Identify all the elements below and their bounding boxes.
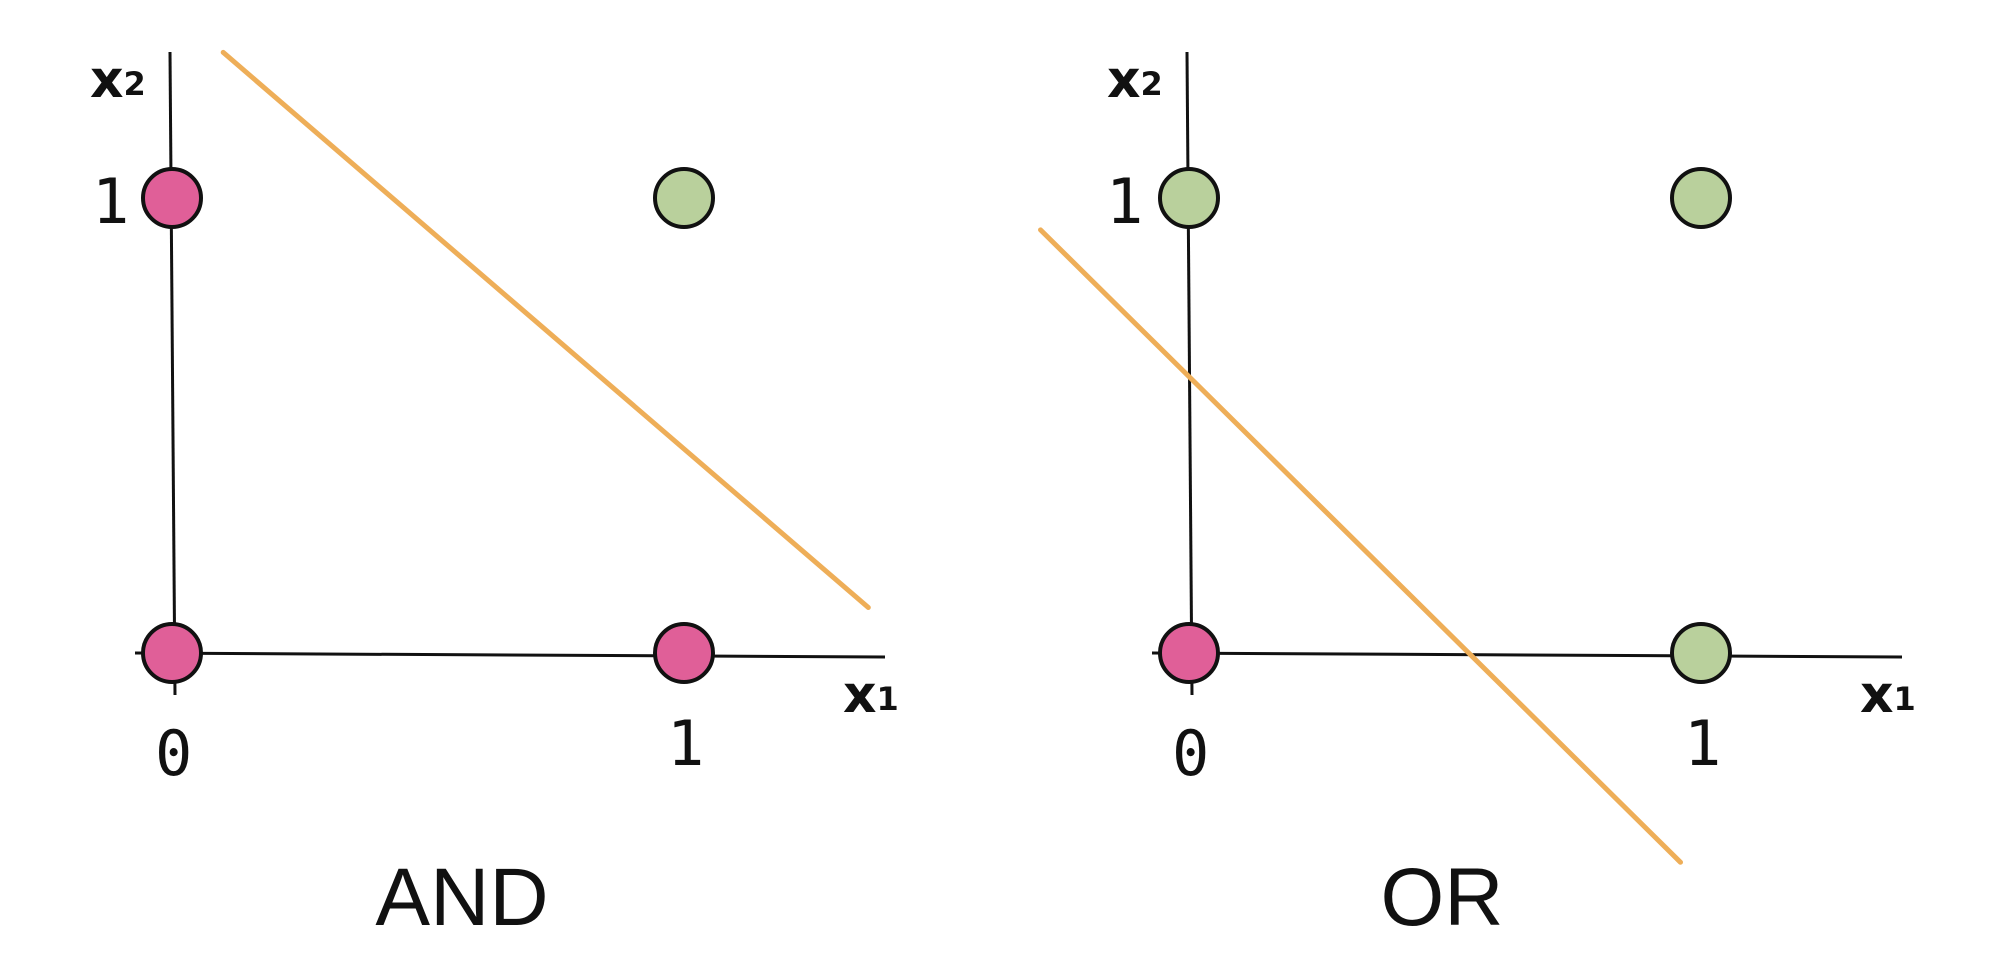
or-panel: x2 x1 1 0 1 OR [1038,50,1916,943]
y-axis [168,51,177,696]
decision-boundary-line [1038,227,1684,865]
data-point-positive [1670,622,1732,684]
y-axis [1185,51,1194,696]
data-point-negative [653,622,715,684]
data-point-negative [1158,622,1220,684]
data-point-negative [141,167,203,229]
x-tick-label: 1 [1684,707,1721,780]
x-axis-label: x1 [1860,665,1916,725]
and-panel: x2 x1 1 0 1 AND [90,49,899,943]
data-point-negative [141,622,203,684]
decision-boundary-line [220,49,871,610]
data-point-positive [653,167,715,229]
x-tick-label: 0 [1172,717,1209,790]
panel-title: AND [375,852,548,943]
y-axis-label: x2 [90,50,146,110]
y-tick-label: 1 [92,165,129,238]
x-axis-label: x1 [843,665,899,725]
x-tick-label: 0 [155,717,192,790]
x-tick-label: 1 [667,707,704,780]
data-point-positive [1670,167,1732,229]
y-axis-label: x2 [1107,50,1163,110]
x-axis [134,651,886,659]
y-tick-label: 1 [1106,165,1143,238]
data-point-positive [1158,167,1220,229]
panel-title: OR [1381,852,1504,943]
x-axis [1151,651,1903,659]
